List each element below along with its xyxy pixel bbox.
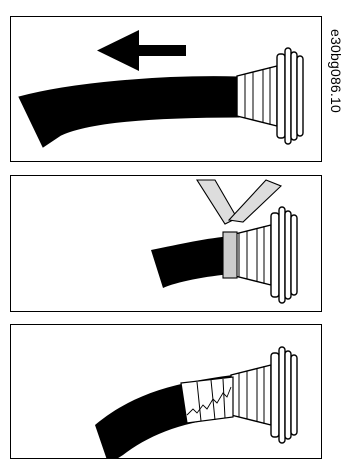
step-3-panel [10,324,322,459]
step-2-illustration [11,176,322,312]
figure-code-text: e30bg086.10 [328,29,344,113]
figure-code: e30bg086.10 [326,6,346,136]
hose [151,236,233,288]
step-1-illustration [11,17,322,162]
step-2-panel [10,175,322,312]
hose-fitting [231,347,297,443]
step-1-panel [10,16,322,162]
hose [19,77,239,147]
step-3-illustration [11,325,322,459]
hose-fitting [237,48,303,144]
tape-wrap-icon [181,377,233,423]
direction-arrow-icon [97,30,186,71]
